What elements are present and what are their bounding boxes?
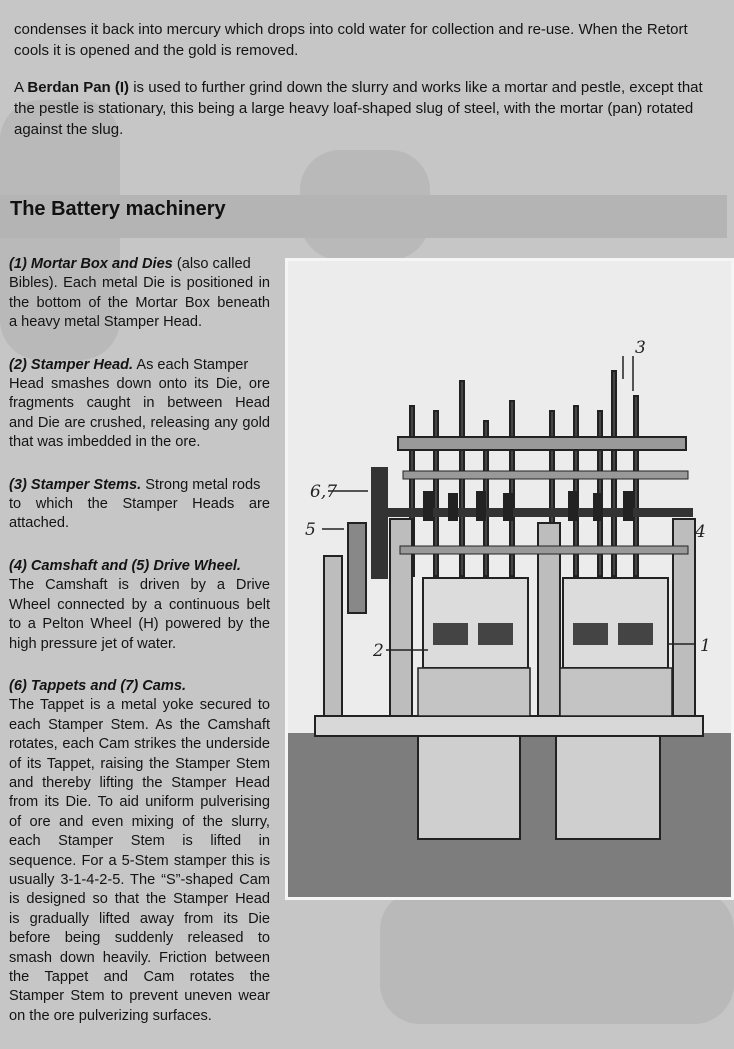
section-heading: The Battery machinery	[10, 198, 226, 220]
text-line: Head smashes down onto its Die, ore	[9, 376, 270, 393]
text-line: the Tappet and Cam rotates the	[9, 969, 270, 985]
text-line: Stamper Stem to prevent uneven wear	[9, 988, 270, 1005]
machinery-paragraph: (4) Camshaft and (5) Drive Wheel. The Cam…	[9, 557, 270, 654]
platform-beam	[314, 715, 704, 737]
foundations	[417, 734, 661, 840]
paragraph-title: (2) Stamper Head.	[9, 356, 134, 373]
text-line: A Berdan Pan (I) is used to further grin…	[14, 77, 726, 98]
text: As each Stamper	[133, 356, 249, 373]
text: A	[14, 79, 28, 96]
text-line: Bibles). Each metal Die is positioned in	[9, 275, 270, 292]
intro-paragraph-2: A Berdan Pan (I) is used to further grin…	[14, 77, 726, 140]
paragraph-title: (4) Camshaft and (5) Drive Wheel.	[9, 557, 241, 574]
camshaft	[383, 508, 693, 517]
text-line: and thereby lifting the Stamper Head	[9, 774, 270, 791]
text-line: of its Tappet, raising the Stamper Stem	[9, 755, 270, 772]
text-line: of ore and even mixing of the slurry,	[9, 813, 270, 830]
mortar-base	[417, 667, 673, 717]
text-line: a heavy metal Stamper Head.	[9, 314, 203, 331]
text-line: The Tappet is a metal yoke secured to	[9, 697, 270, 714]
cams	[423, 491, 633, 521]
leader-lines	[322, 356, 696, 651]
text: (also called	[172, 256, 251, 272]
text-line: each Stamper Stem. As the Camshaft	[9, 716, 270, 733]
stamp-battery-diagram: 3 6,7 5 4 2 1	[285, 258, 734, 900]
drive-wheel	[371, 467, 388, 579]
text: is used to further grind down the slurry…	[129, 79, 703, 96]
text-line: the pestle is stationary, this being a l…	[14, 100, 694, 117]
label-stamper-stems: 3	[635, 338, 646, 358]
text-line: the bottom of the Mortar Box beneath	[9, 294, 270, 311]
text-line: (3) Stamper Stems. Strong metal rods	[9, 476, 270, 495]
text-line: condenses it back into mercury which dro…	[14, 21, 688, 38]
text-line: Wheel connected by a continuous belt	[9, 596, 270, 613]
machinery-paragraph: (6) Tappets and (7) Cams. The Tappet is a…	[9, 677, 270, 1026]
text-line: that was imbedded in the ore.	[9, 434, 201, 451]
text-line: rotates, each Cam strikes the underside	[9, 736, 270, 753]
text-line: smash down heavily. Friction between	[9, 949, 270, 966]
text-line: The Camshaft is driven by a Drive	[9, 577, 270, 594]
text-line: high pressure jet of water.	[9, 635, 177, 652]
paragraph-title: (1) Mortar Box and Dies	[9, 256, 173, 272]
background-shape	[380, 890, 734, 1024]
text-line: before being suddenly released to	[9, 930, 270, 947]
text-line: (4) Camshaft and (5) Drive Wheel.	[9, 557, 270, 576]
lower-beam	[399, 545, 689, 555]
top-beam	[397, 436, 687, 451]
text-line: each Stamper Stem is lifted in	[9, 833, 270, 850]
text-line: cools it is opened and the gold is remov…	[14, 42, 299, 59]
label-mortar-box: 1	[700, 636, 711, 656]
text-line: on the ore pulverizing surfaces.	[9, 1007, 212, 1024]
label-camshaft: 4	[694, 522, 706, 542]
text: Strong metal rods	[141, 476, 261, 493]
text-line: is gradually lifted away from its Die	[9, 910, 270, 927]
text-line: attached.	[9, 515, 70, 532]
berdan-pan-term: Berdan Pan (I)	[27, 79, 130, 96]
text-line: sequence. For a 5-Stem stamper this is	[9, 852, 270, 869]
text-line: to a Pelton Wheel (H) powered by the	[9, 616, 270, 633]
text-line: from its Die. To aid uniform pulverising	[9, 794, 270, 811]
text-line: is designed so that the Stamper Head	[9, 891, 270, 908]
belt-pulley	[347, 522, 367, 614]
label-stamper-head: 2	[372, 641, 384, 661]
label-tappets-cams: 6,7	[310, 482, 337, 502]
text-line: (1) Mortar Box and Dies (also called	[9, 255, 270, 274]
text-line: usually 3-1-4-2-5. The “S”-shaped Cam	[9, 871, 270, 888]
paragraph-title: (3) Stamper Stems.	[9, 476, 142, 493]
text-line: (2) Stamper Head. As each Stamper	[9, 356, 270, 375]
paragraph-title: (6) Tappets and (7) Cams.	[9, 677, 187, 694]
label-drive-wheel: 5	[305, 520, 316, 540]
text-line: against the slug.	[14, 121, 124, 138]
text-line: to which the Stamper Heads are	[9, 496, 270, 513]
frame-posts	[323, 518, 696, 717]
stamper-heads	[433, 623, 653, 645]
diagram-drawing: 3 6,7 5 4 2 1	[288, 338, 731, 897]
section-heading-band	[0, 195, 727, 238]
guide-beam	[402, 470, 689, 480]
text-line: and Die are crushed, releasing any gold	[9, 414, 270, 431]
text-line: fragments caught in between Head	[9, 395, 270, 412]
text-line: (6) Tappets and (7) Cams.	[9, 677, 270, 696]
intro-paragraph-1: condenses it back into mercury which dro…	[14, 19, 726, 61]
